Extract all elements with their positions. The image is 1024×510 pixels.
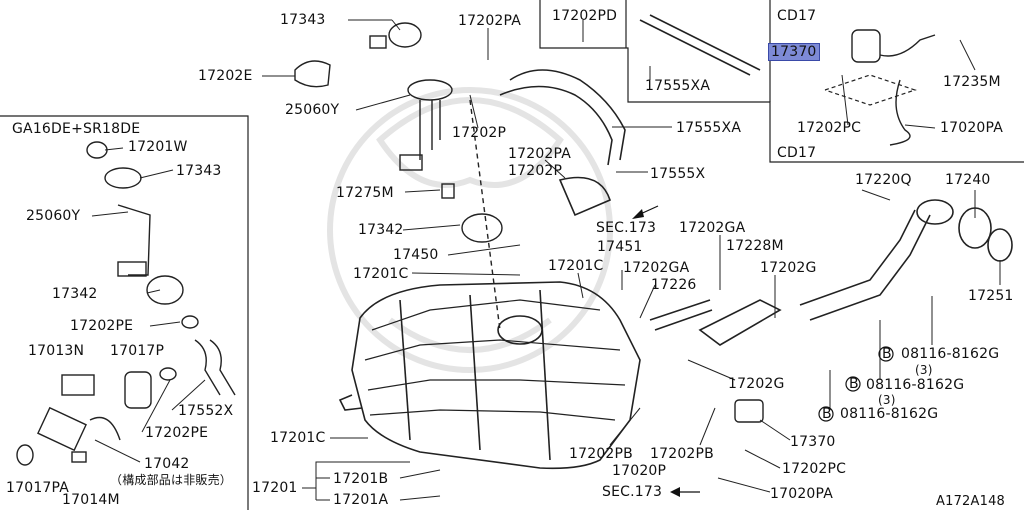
inset-label-17201w: 17201W xyxy=(128,139,188,155)
label-17202e: 17202E xyxy=(198,68,253,84)
label-17202ga-2: 17202GA xyxy=(623,260,690,276)
label-17201a: 17201A xyxy=(333,492,389,508)
inset-label-17202pe-top: 17202PE xyxy=(70,318,134,334)
fuel-pump-assembly xyxy=(294,22,503,331)
label-17202pc-inset: 17202PC xyxy=(797,120,862,136)
label-17555xa-inset: 17555XA xyxy=(645,78,711,94)
label-17202p-mid: 17202P xyxy=(508,163,563,179)
label-cd17-top: CD17 xyxy=(777,8,817,24)
label-17451: 17451 xyxy=(597,239,643,255)
label-17020pa-main: 17020PA xyxy=(770,486,834,502)
label-17220q: 17220Q xyxy=(855,172,912,188)
inset-label-17552x: 17552X xyxy=(178,403,234,419)
label-17202p-top: 17202P xyxy=(452,125,507,141)
inset-label-25060y: 25060Y xyxy=(26,208,81,224)
label-17370-main: 17370 xyxy=(790,434,836,450)
label-17202pa-mid: 17202PA xyxy=(508,146,572,162)
inset-label-17343: 17343 xyxy=(176,163,222,179)
bolt-markers xyxy=(818,346,894,422)
sec173-top-arrow xyxy=(632,205,659,219)
label-bolt2-qty: (3) xyxy=(878,393,896,407)
label-cd17-bottom: CD17 xyxy=(777,145,817,161)
label-17226: 17226 xyxy=(651,277,697,293)
label-17201c-bottom: 17201C xyxy=(270,430,326,446)
label-sec173-bottom: SEC.173 xyxy=(602,484,663,500)
label-17202pb-2: 17202PB xyxy=(650,446,714,462)
label-17370-inset-highlighted[interactable]: 17370 xyxy=(768,43,820,61)
label-bolt3: 08116-8162G xyxy=(840,406,939,422)
label-17202g-1: 17202G xyxy=(760,260,817,276)
leader-lines xyxy=(91,19,1001,501)
inset-label-17202pe-bottom: 17202PE xyxy=(145,425,209,441)
bolt1-marker-letter: B xyxy=(882,346,892,362)
bolt2-marker-letter: B xyxy=(849,376,859,392)
label-17235m: 17235M xyxy=(943,74,1001,90)
left-inset-frame xyxy=(0,115,249,510)
watermark-emblem xyxy=(327,87,613,373)
label-17228m: 17228M xyxy=(726,238,784,254)
label-17343-top: 17343 xyxy=(280,12,326,28)
inset-label-17342: 17342 xyxy=(52,286,98,302)
label-bolt1: 08116-8162G xyxy=(901,346,1000,362)
label-17555x: 17555X xyxy=(650,166,706,182)
label-17202ga-1: 17202GA xyxy=(679,220,746,236)
inset-label-17017pa: 17017PA xyxy=(6,480,70,496)
bolt3-marker-letter: B xyxy=(822,406,832,422)
label-17020p: 17020P xyxy=(612,463,667,479)
label-17201b: 17201B xyxy=(333,471,389,487)
inset-label-17042: 17042 xyxy=(144,456,190,472)
label-bolt1-qty: (3) xyxy=(915,363,933,377)
inset-label-17042-note: （構成部品は非販売） xyxy=(110,473,233,487)
label-17450: 17450 xyxy=(393,247,439,263)
label-17275m: 17275M xyxy=(336,185,394,201)
inset-title: GA16DE+SR18DE xyxy=(12,121,141,137)
label-17202pa-top: 17202PA xyxy=(458,13,522,29)
filler-pipes xyxy=(499,14,1013,346)
label-17555xa-main: 17555XA xyxy=(676,120,742,136)
label-17342-main: 17342 xyxy=(358,222,404,238)
label-17240: 17240 xyxy=(945,172,991,188)
canister xyxy=(734,29,936,423)
inset-label-17013n: 17013N xyxy=(28,343,85,359)
label-17251: 17251 xyxy=(968,288,1014,304)
label-17201: 17201 xyxy=(252,480,298,496)
label-bolt2: 08116-8162G xyxy=(866,377,965,393)
sec173-bottom-arrow xyxy=(670,487,700,497)
inset-label-17017p: 17017P xyxy=(110,343,165,359)
diagram-code: A172A148 xyxy=(936,494,1006,509)
label-17020pa-inset: 17020PA xyxy=(940,120,1004,136)
label-sec173-top: SEC.173 xyxy=(596,220,657,236)
inset-label-17014m: 17014M xyxy=(62,492,120,508)
label-25060y-top: 25060Y xyxy=(285,102,340,118)
label-17201c-mid: 17201C xyxy=(548,258,604,274)
left-inset-parts xyxy=(16,141,236,466)
label-17202pb-1: 17202PB xyxy=(569,446,633,462)
label-17202pd: 17202PD xyxy=(552,8,618,24)
label-17202pc-main: 17202PC xyxy=(782,461,847,477)
label-17202g-2: 17202G xyxy=(728,376,785,392)
label-17201c-top: 17201C xyxy=(353,266,409,282)
fuel-tank xyxy=(338,281,641,470)
